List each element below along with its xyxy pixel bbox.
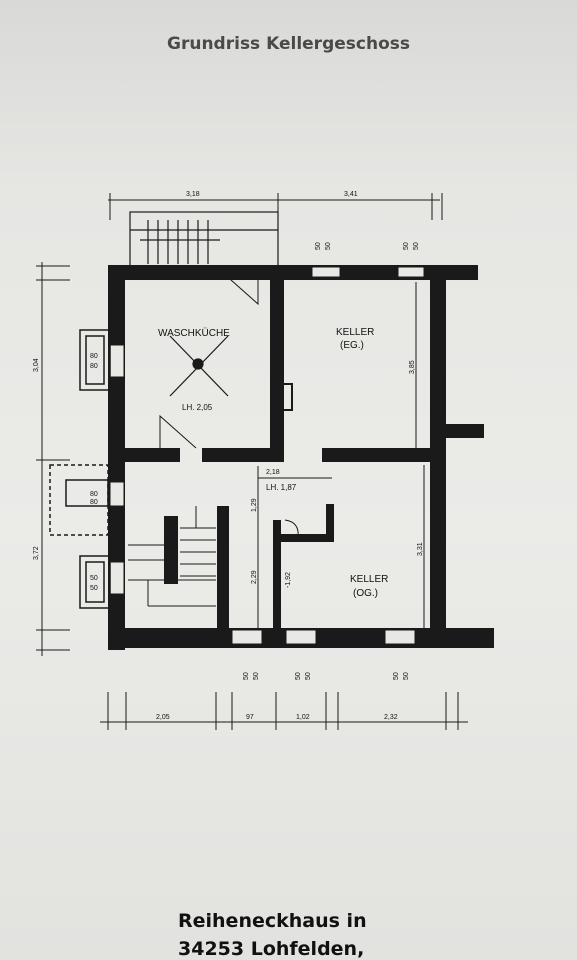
dim-top-left: 3,18: [186, 191, 200, 198]
wall-keller-og-left: [273, 520, 281, 632]
window-top-2: [397, 266, 425, 278]
dim-hall-depth: 1,29: [251, 498, 258, 512]
dim-stair-height: 2,29: [251, 570, 258, 584]
room-label-keller-eg: KELLER: [336, 327, 374, 338]
wall-keller-og-top: [273, 534, 333, 542]
window-label-top-2: 50: [325, 242, 332, 250]
caption-line-2: 34253 Lohfelden,: [178, 938, 365, 960]
light-well-2: [79, 555, 111, 609]
top-windows: [109, 266, 425, 645]
room-label-keller-eg-sub: (EG.): [340, 340, 364, 351]
wall-right: [430, 280, 446, 635]
wall-stair-right: [217, 506, 229, 634]
dim-bottom-3: 1,02: [296, 714, 310, 721]
dim-bottom-4: 2,32: [384, 714, 398, 721]
window-label-left-1: 80: [90, 353, 98, 360]
exterior-stair: [129, 211, 279, 267]
dimension-lines: [36, 193, 468, 730]
window-left-1: [109, 344, 125, 378]
wall-wk-bottom-left: [125, 448, 180, 462]
wall-stair-center: [164, 516, 178, 584]
wall-wk-bottom-right: [202, 448, 284, 462]
room-height-hallway: LH. 1,87: [266, 483, 297, 492]
window-bottom-3: [384, 629, 416, 645]
window-left-2: [109, 481, 125, 507]
window-label-bottom-2: 50: [253, 672, 260, 680]
window-top-1: [311, 266, 341, 278]
room-height-waschkueche: LH. 2,05: [182, 403, 213, 412]
dim-left-upper: 3,04: [33, 358, 40, 372]
inner-lines: [257, 282, 425, 628]
window-bottom-1: [231, 629, 263, 645]
window-label-top-3: 50: [403, 242, 410, 250]
window-label-left-4: 80: [90, 499, 98, 506]
page-title: Grundriss Kellergeschoss: [167, 34, 410, 54]
dim-bottom-1: 2,05: [156, 714, 170, 721]
window-label-left-2: 80: [90, 363, 98, 370]
dim-left-lower: 3,72: [33, 546, 40, 560]
wall-top: [108, 265, 478, 280]
window-label-top-1: 50: [315, 242, 322, 250]
interior-stair: [128, 506, 216, 607]
dim-stair-level: -1,92: [285, 572, 292, 588]
dim-bottom-2: 97: [246, 714, 254, 721]
window-label-bottom-3: 50: [295, 672, 302, 680]
wall-keller-eg-bottom: [322, 448, 434, 462]
window-left-3: [109, 561, 125, 595]
room-label-keller-og-sub: (OG.): [353, 588, 378, 599]
window-bottom-2: [285, 629, 317, 645]
window-label-bottom-4: 50: [305, 672, 312, 680]
floor-drain: [169, 335, 229, 397]
light-well-1: [79, 329, 111, 391]
window-label-bottom-5: 50: [393, 672, 400, 680]
window-label-top-4: 50: [413, 242, 420, 250]
dim-keller-og-height: 3,31: [417, 542, 424, 556]
window-label-bottom-1: 50: [243, 672, 250, 680]
light-wells: [49, 329, 111, 609]
room-label-waschkueche: WASCHKÜCHE: [158, 327, 230, 339]
window-label-left-6: 50: [90, 585, 98, 592]
wall-interior-vertical: [270, 280, 284, 460]
walls: [108, 265, 494, 650]
dim-hall-width: 2,18: [266, 469, 280, 476]
window-label-left-3: 80: [90, 491, 98, 498]
dim-keller-eg-height: 3,85: [409, 360, 416, 374]
wall-right-stub: [446, 424, 484, 438]
room-label-keller-og: KELLER: [350, 574, 388, 585]
caption-line-1: Reiheneckhaus in: [178, 910, 367, 932]
light-well-3: [49, 464, 109, 536]
chimney: [279, 383, 293, 411]
door-swings: [159, 271, 299, 539]
wall-keller-og-stub: [326, 504, 334, 542]
dim-top-right: 3,41: [344, 191, 358, 198]
window-label-bottom-6: 50: [403, 672, 410, 680]
window-label-left-5: 50: [90, 575, 98, 582]
